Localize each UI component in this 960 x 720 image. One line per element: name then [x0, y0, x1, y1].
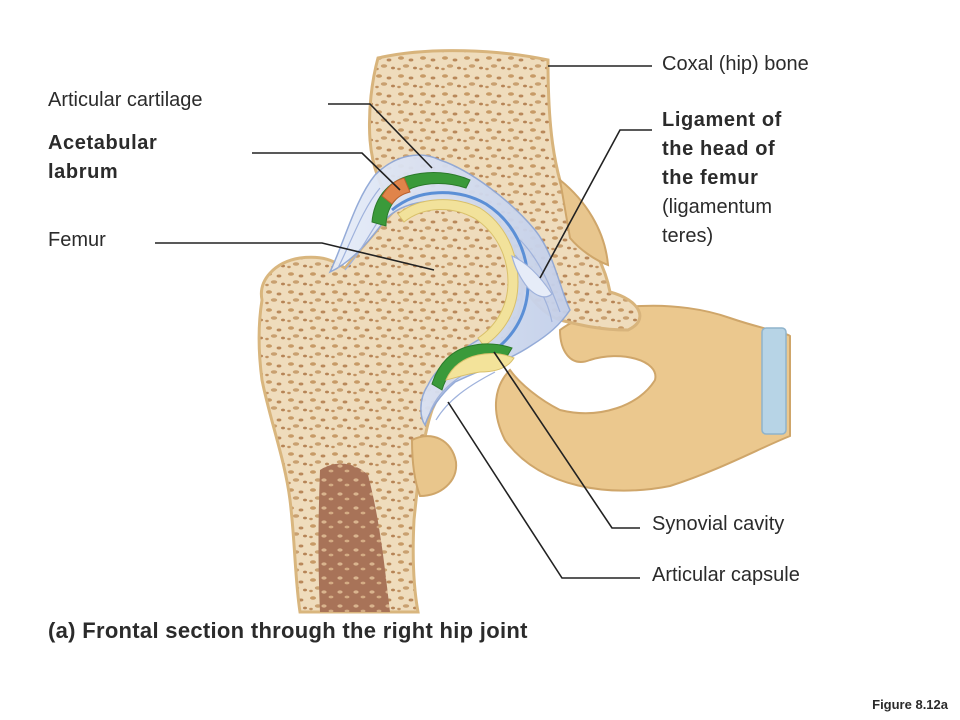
label-articular-cartilage: Articular cartilage	[48, 89, 203, 111]
caption-text: Frontal section through the right hip jo…	[82, 618, 528, 643]
label-ligament-line3: the femur	[662, 167, 759, 189]
leader-articular-capsule	[447, 401, 640, 579]
leader-lines	[155, 65, 652, 579]
ligamentum-teres	[511, 254, 553, 298]
synovial-line	[391, 191, 530, 354]
caption-part: (a)	[48, 618, 76, 643]
lesser-trochanter	[410, 435, 458, 498]
leader-acetabular-labrum	[252, 152, 401, 191]
label-synovial-cavity: Synovial cavity	[652, 513, 785, 535]
acetabular-labrum-upper	[381, 177, 411, 205]
ischial-spine	[558, 177, 610, 267]
label-articular-capsule: Articular capsule	[652, 564, 800, 586]
figure-caption: (a) Frontal section through the right hi…	[48, 618, 528, 644]
label-ligament-line4: (ligamentum	[662, 196, 773, 218]
leader-synovial-cavity	[493, 351, 640, 529]
pubic-ischial-ramus	[494, 304, 791, 492]
label-acetabular-labrum-line1: Acetabular	[48, 132, 158, 154]
label-coxal-bone: Coxal (hip) bone	[662, 53, 809, 75]
label-ligament-line5: teres)	[662, 225, 714, 247]
figure-number: Figure 8.12a	[872, 697, 948, 712]
label-ligament-line1: Ligament of	[662, 109, 782, 131]
label-ligament-line2: the head of	[662, 138, 776, 160]
leader-articular-cartilage	[328, 103, 433, 169]
synovial-fluid-lower	[445, 353, 515, 381]
label-femur: Femur	[48, 229, 106, 251]
label-acetabular-labrum-line2: labrum	[48, 161, 119, 183]
leader-ligament	[539, 129, 652, 279]
medullary-cavity	[318, 463, 390, 612]
pubic-symphysis-edge	[761, 327, 787, 435]
leader-femur	[155, 242, 435, 271]
femur	[257, 193, 524, 614]
